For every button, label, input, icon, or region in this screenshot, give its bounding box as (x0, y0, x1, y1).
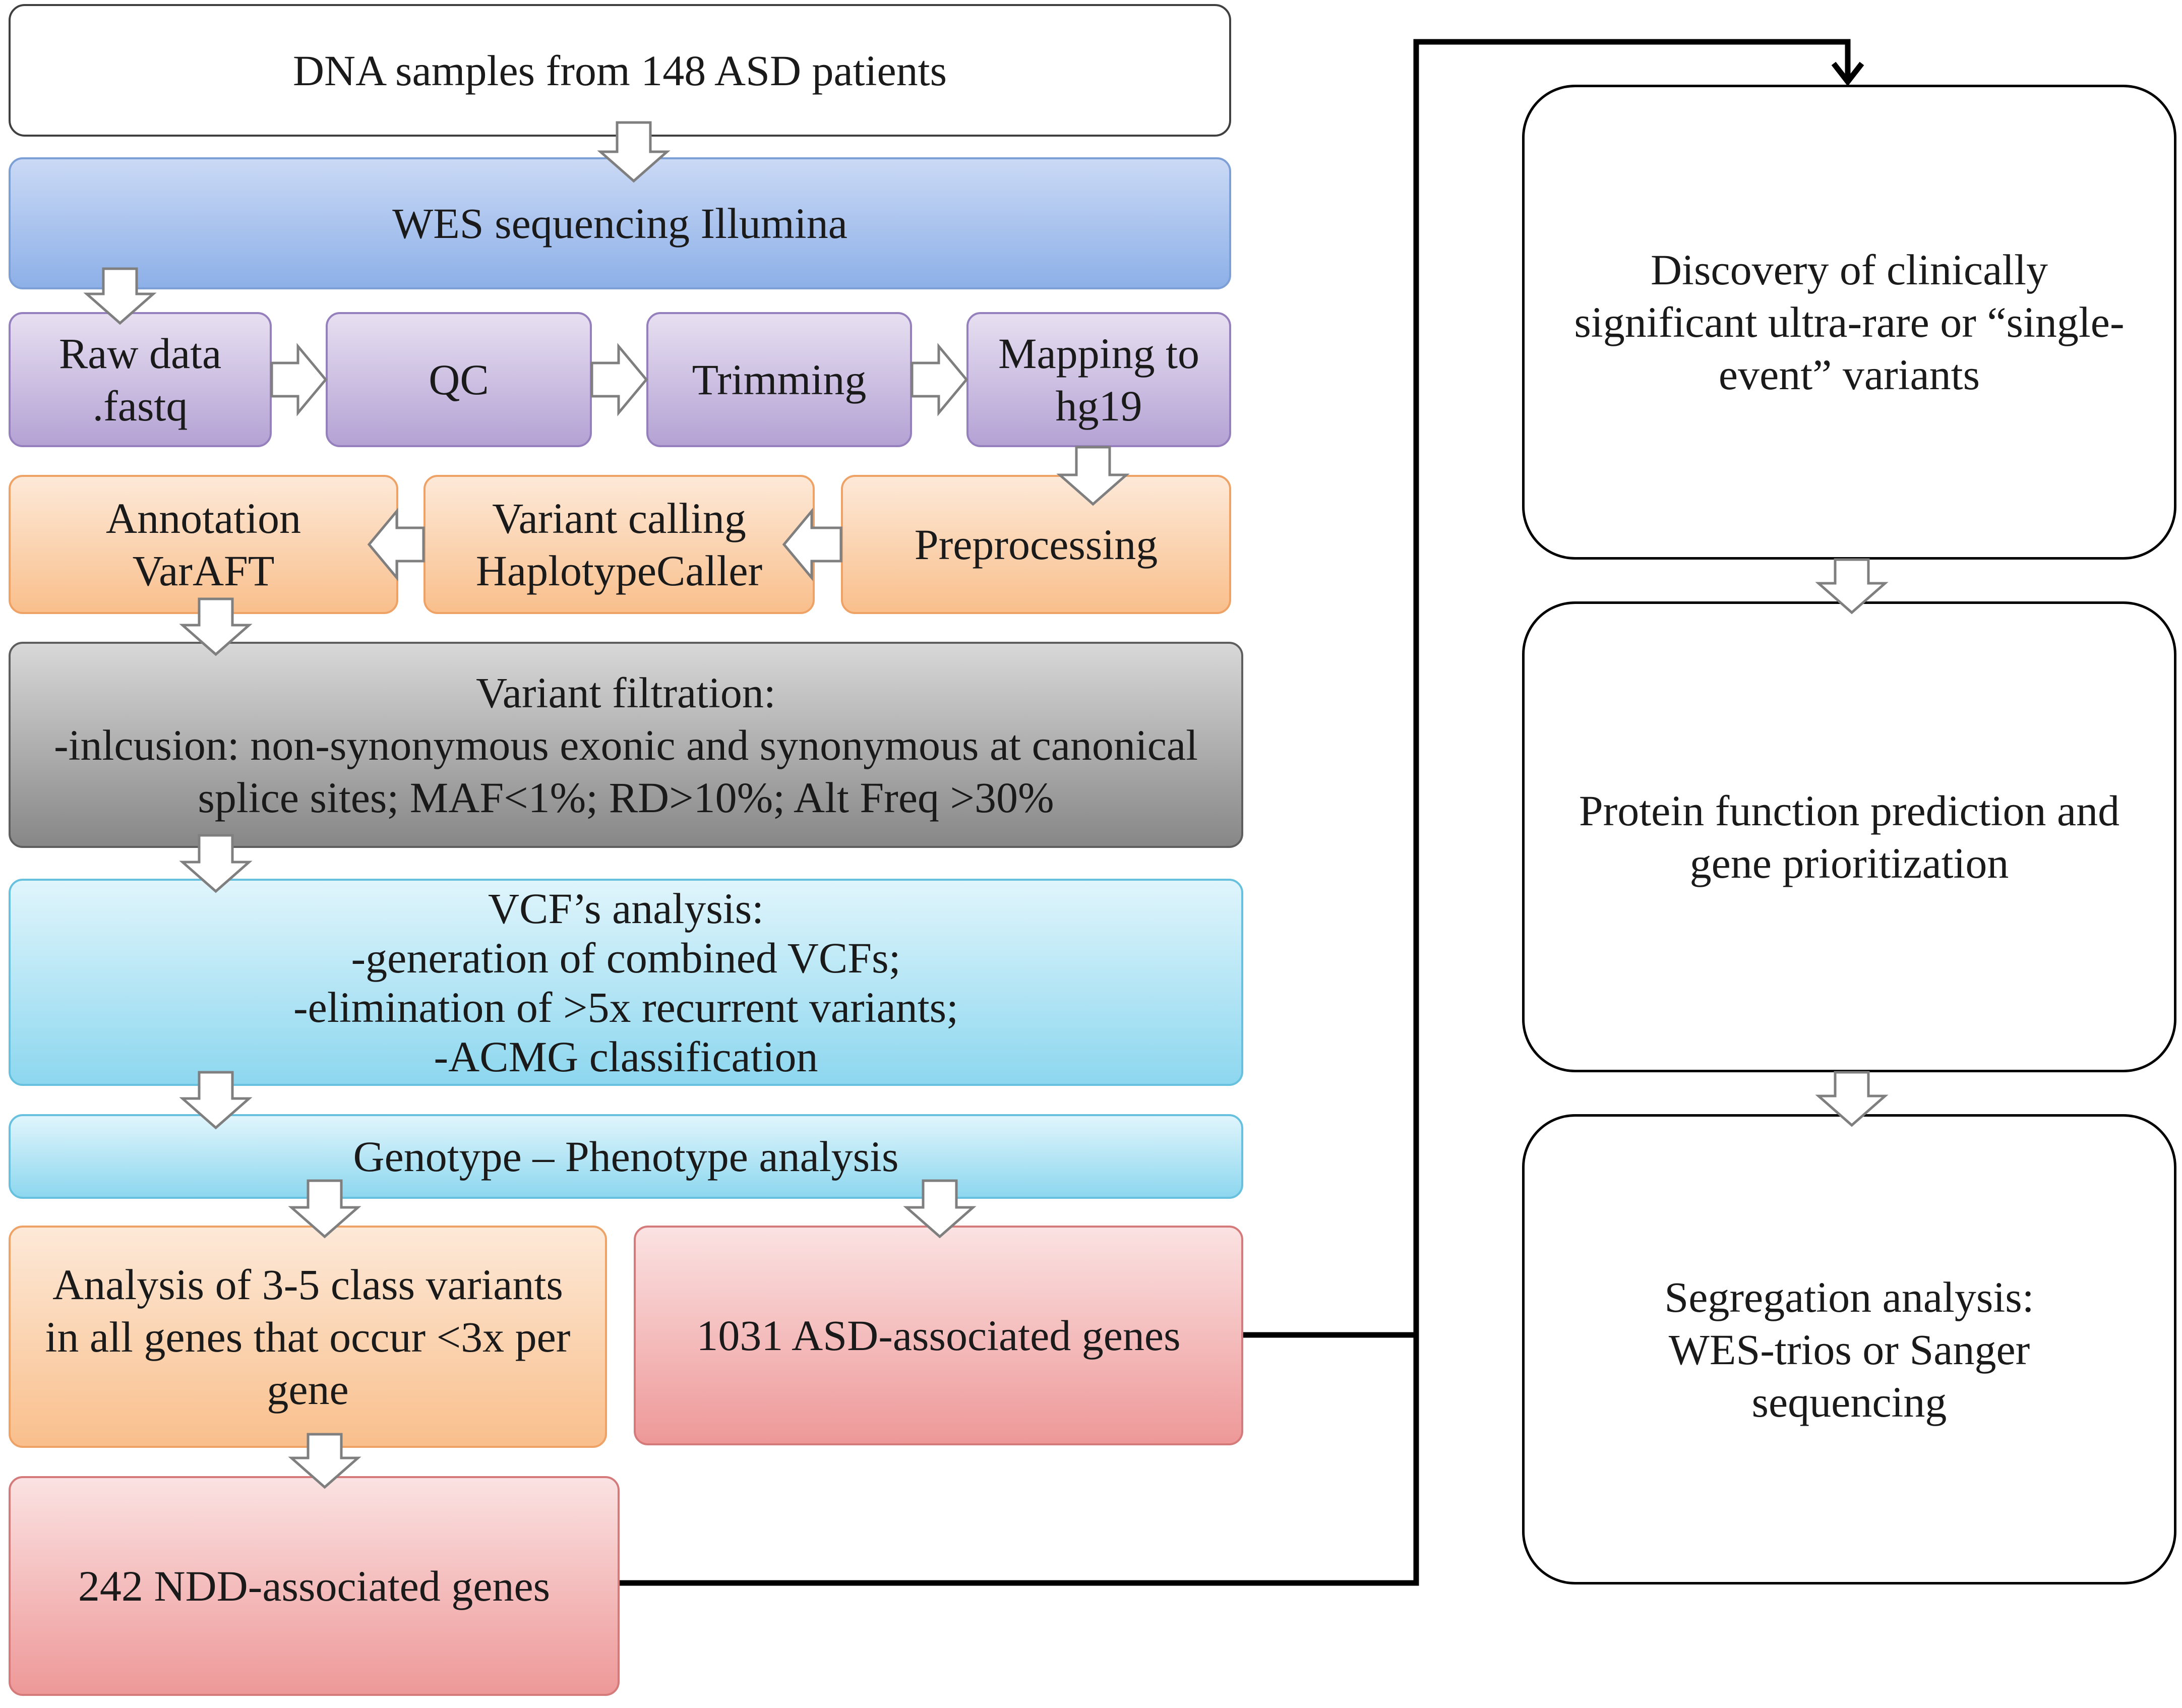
right-arrow-icon (590, 343, 648, 416)
node-asd-genes: 1031 ASD-associated genes (634, 1226, 1243, 1445)
node-label: Variant filtration: -inlcusion: non-syno… (54, 666, 1198, 824)
node-text-line: -inlcusion: non-synonymous exonic and sy… (53, 720, 1198, 769)
node-text-line: Analysis of 3-5 class variants (52, 1260, 563, 1309)
node-qc: QC (326, 312, 592, 447)
node-label: Variant calling HaplotypeCaller (476, 492, 762, 597)
node-trimming: Trimming (646, 312, 912, 447)
node-text-line: Preprocessing (914, 520, 1158, 569)
node-text-line: Segregation analysis: (1664, 1272, 2034, 1321)
node-text-line: Protein function prediction and (1579, 786, 2120, 835)
node-discovery: Discovery of clinically significant ultr… (1522, 85, 2176, 560)
node-text-line: DNA samples from 148 ASD patients (292, 46, 947, 95)
node-text-line: Trimming (692, 355, 867, 404)
node-label: Protein function prediction and gene pri… (1579, 784, 2119, 889)
node-ndd-genes: 242 NDD-associated genes (9, 1476, 620, 1696)
node-text-line: .fastq (92, 382, 188, 430)
node-raw-data: Raw data .fastq (9, 312, 272, 447)
node-label: QC (429, 353, 489, 406)
node-text-line: Variant calling (492, 494, 746, 542)
right-arrow-icon (270, 343, 328, 416)
node-variant-calling: Variant calling HaplotypeCaller (423, 475, 815, 614)
node-text-line: VarAFT (132, 546, 275, 595)
node-text-line: Discovery of clinically (1650, 246, 2048, 294)
node-text-line: event” variants (1718, 350, 1980, 399)
node-vcf-analysis: VCF’s analysis: -generation of combined … (9, 879, 1243, 1086)
node-text-line: Variant filtration: (476, 668, 776, 717)
node-text-line: in all genes that occur <3x per (45, 1312, 571, 1361)
node-text-line: -ACMG classification (434, 1032, 818, 1081)
node-label: Segregation analysis: WES-trios or Sange… (1664, 1271, 2034, 1428)
node-label: 242 NDD-associated genes (78, 1560, 550, 1612)
node-dna-samples: DNA samples from 148 ASD patients (9, 4, 1231, 137)
node-text-line: significant ultra-rare or “single- (1574, 298, 2125, 346)
node-text-line: gene (267, 1365, 349, 1414)
node-label: Preprocessing (915, 518, 1158, 571)
node-text-line: sequencing (1751, 1377, 1947, 1426)
node-mapping: Mapping to hg19 (966, 312, 1231, 447)
node-variant-filtration: Variant filtration: -inlcusion: non-syno… (9, 642, 1243, 848)
node-label: WES sequencing Illumina (392, 197, 847, 250)
node-wes-sequencing: WES sequencing Illumina (9, 157, 1231, 289)
node-text-line: Raw data (58, 329, 222, 378)
node-label: Genotype – Phenotype analysis (353, 1130, 899, 1183)
node-text-line: Annotation (106, 494, 301, 542)
node-text-line: splice sites; MAF<1%; RD>10%; Alt Freq >… (198, 773, 1054, 822)
node-text-line: VCF’s analysis: (488, 884, 764, 933)
node-text-line: WES-trios or Sanger (1668, 1325, 2030, 1374)
node-label: Raw data .fastq (59, 327, 221, 432)
right-arrow-icon (911, 343, 968, 416)
connector-arrowhead-icon (1831, 62, 1864, 86)
node-preprocessing: Preprocessing (841, 475, 1231, 614)
node-text-line: Mapping to (998, 329, 1199, 378)
node-text-line: gene prioritization (1689, 839, 2009, 887)
node-text-line: HaplotypeCaller (475, 546, 763, 595)
node-protein-function: Protein function prediction and gene pri… (1522, 601, 2176, 1072)
node-label: Analysis of 3-5 class variants in all ge… (45, 1258, 571, 1416)
node-class-variants-analysis: Analysis of 3-5 class variants in all ge… (9, 1226, 607, 1448)
node-text-line: -elimination of >5x recurrent variants; (293, 983, 958, 1031)
node-text-line: hg19 (1055, 382, 1142, 430)
node-text-line: Genotype – Phenotype analysis (353, 1132, 899, 1181)
node-label: Mapping to hg19 (998, 327, 1199, 432)
node-label: Discovery of clinically significant ultr… (1574, 243, 2124, 401)
node-genotype-phenotype: Genotype – Phenotype analysis (9, 1114, 1243, 1199)
node-segregation: Segregation analysis: WES-trios or Sange… (1522, 1114, 2176, 1584)
node-label: DNA samples from 148 ASD patients (293, 44, 947, 97)
node-text-line: -generation of combined VCFs; (351, 933, 901, 982)
node-label: 1031 ASD-associated genes (696, 1309, 1180, 1362)
node-label: Trimming (692, 353, 867, 406)
node-label: Annotation VarAFT (106, 492, 301, 597)
node-text-line: 242 NDD-associated genes (78, 1562, 551, 1610)
node-label: VCF’s analysis: -generation of combined … (293, 884, 958, 1081)
node-text-line: 1031 ASD-associated genes (696, 1311, 1181, 1360)
node-text-line: QC (429, 355, 489, 404)
node-annotation: Annotation VarAFT (9, 475, 398, 614)
node-text-line: WES sequencing Illumina (392, 199, 847, 248)
